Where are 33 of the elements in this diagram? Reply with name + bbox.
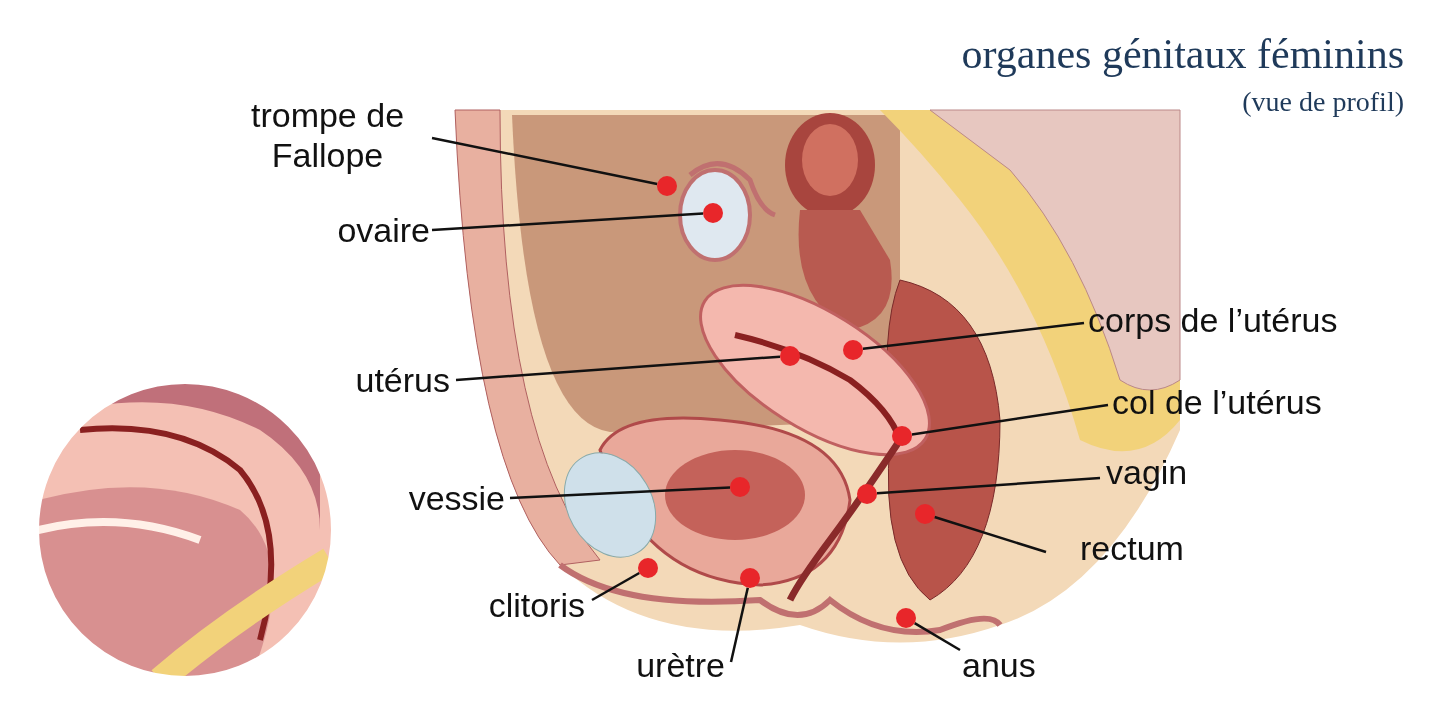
leader-line bbox=[862, 321, 1085, 351]
part-label: utérus bbox=[320, 360, 450, 400]
part-label: rectum bbox=[1080, 528, 1220, 568]
part-label: ovaire bbox=[305, 210, 430, 250]
part-label: corps de l’utérus bbox=[1088, 300, 1408, 340]
leader-line bbox=[934, 515, 1047, 554]
leader-line bbox=[591, 571, 640, 602]
part-label: trompe de Fallope bbox=[225, 95, 430, 175]
marker-dot bbox=[780, 346, 800, 366]
leader-line bbox=[729, 587, 749, 663]
part-label: vessie bbox=[375, 478, 505, 518]
marker-dot bbox=[703, 203, 723, 223]
marker-dot bbox=[638, 558, 658, 578]
marker-dot bbox=[740, 568, 760, 588]
part-label: anus bbox=[962, 645, 1062, 685]
marker-dot bbox=[896, 608, 916, 628]
part-label: clitoris bbox=[455, 585, 585, 625]
marker-dot bbox=[892, 426, 912, 446]
part-label: urètre bbox=[580, 645, 725, 685]
leader-line bbox=[911, 403, 1109, 436]
subtitle: (vue de profil) bbox=[1242, 86, 1404, 118]
part-label: vagin bbox=[1106, 452, 1226, 492]
marker-dot bbox=[657, 176, 677, 196]
title: organes génitaux féminins bbox=[961, 30, 1404, 78]
marker-dot bbox=[857, 484, 877, 504]
leader-line bbox=[431, 212, 704, 232]
leader-line bbox=[455, 355, 781, 382]
leader-line bbox=[431, 136, 658, 186]
marker-dot bbox=[730, 477, 750, 497]
leader-line bbox=[876, 476, 1101, 495]
marker-dot bbox=[915, 504, 935, 524]
leader-line bbox=[913, 622, 961, 652]
marker-dot bbox=[843, 340, 863, 360]
